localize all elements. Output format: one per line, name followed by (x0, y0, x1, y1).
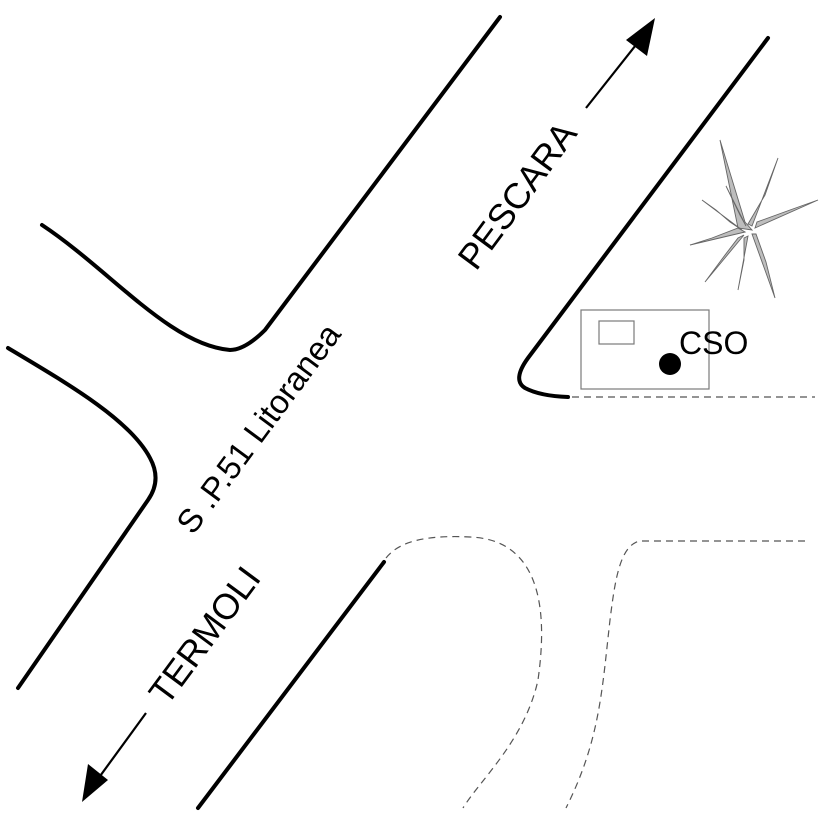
dashed-track-curve-right (565, 540, 805, 809)
road-edge-lower (196, 560, 386, 810)
arrow-south-west-icon (82, 764, 108, 802)
tree-icon (689, 139, 819, 299)
dashed-track-curve-left (385, 536, 543, 809)
station-label: CSO (679, 325, 748, 361)
station-marker-icon (659, 353, 681, 375)
building-annex-icon (598, 320, 635, 345)
road-name-label: S .P.51 Litoranea (169, 316, 348, 540)
arrow-north-east-icon (626, 18, 655, 56)
direction-south-label: TERMOLI (140, 559, 268, 712)
arrow-north-east-line (585, 35, 644, 109)
road-edge-upper-left (40, 15, 502, 352)
building-icon (580, 309, 710, 390)
direction-north-label: PESCARA (449, 114, 584, 277)
road-edge-left (6, 346, 158, 690)
road-edge-right (517, 36, 770, 399)
arrow-south-west-line (94, 712, 147, 784)
